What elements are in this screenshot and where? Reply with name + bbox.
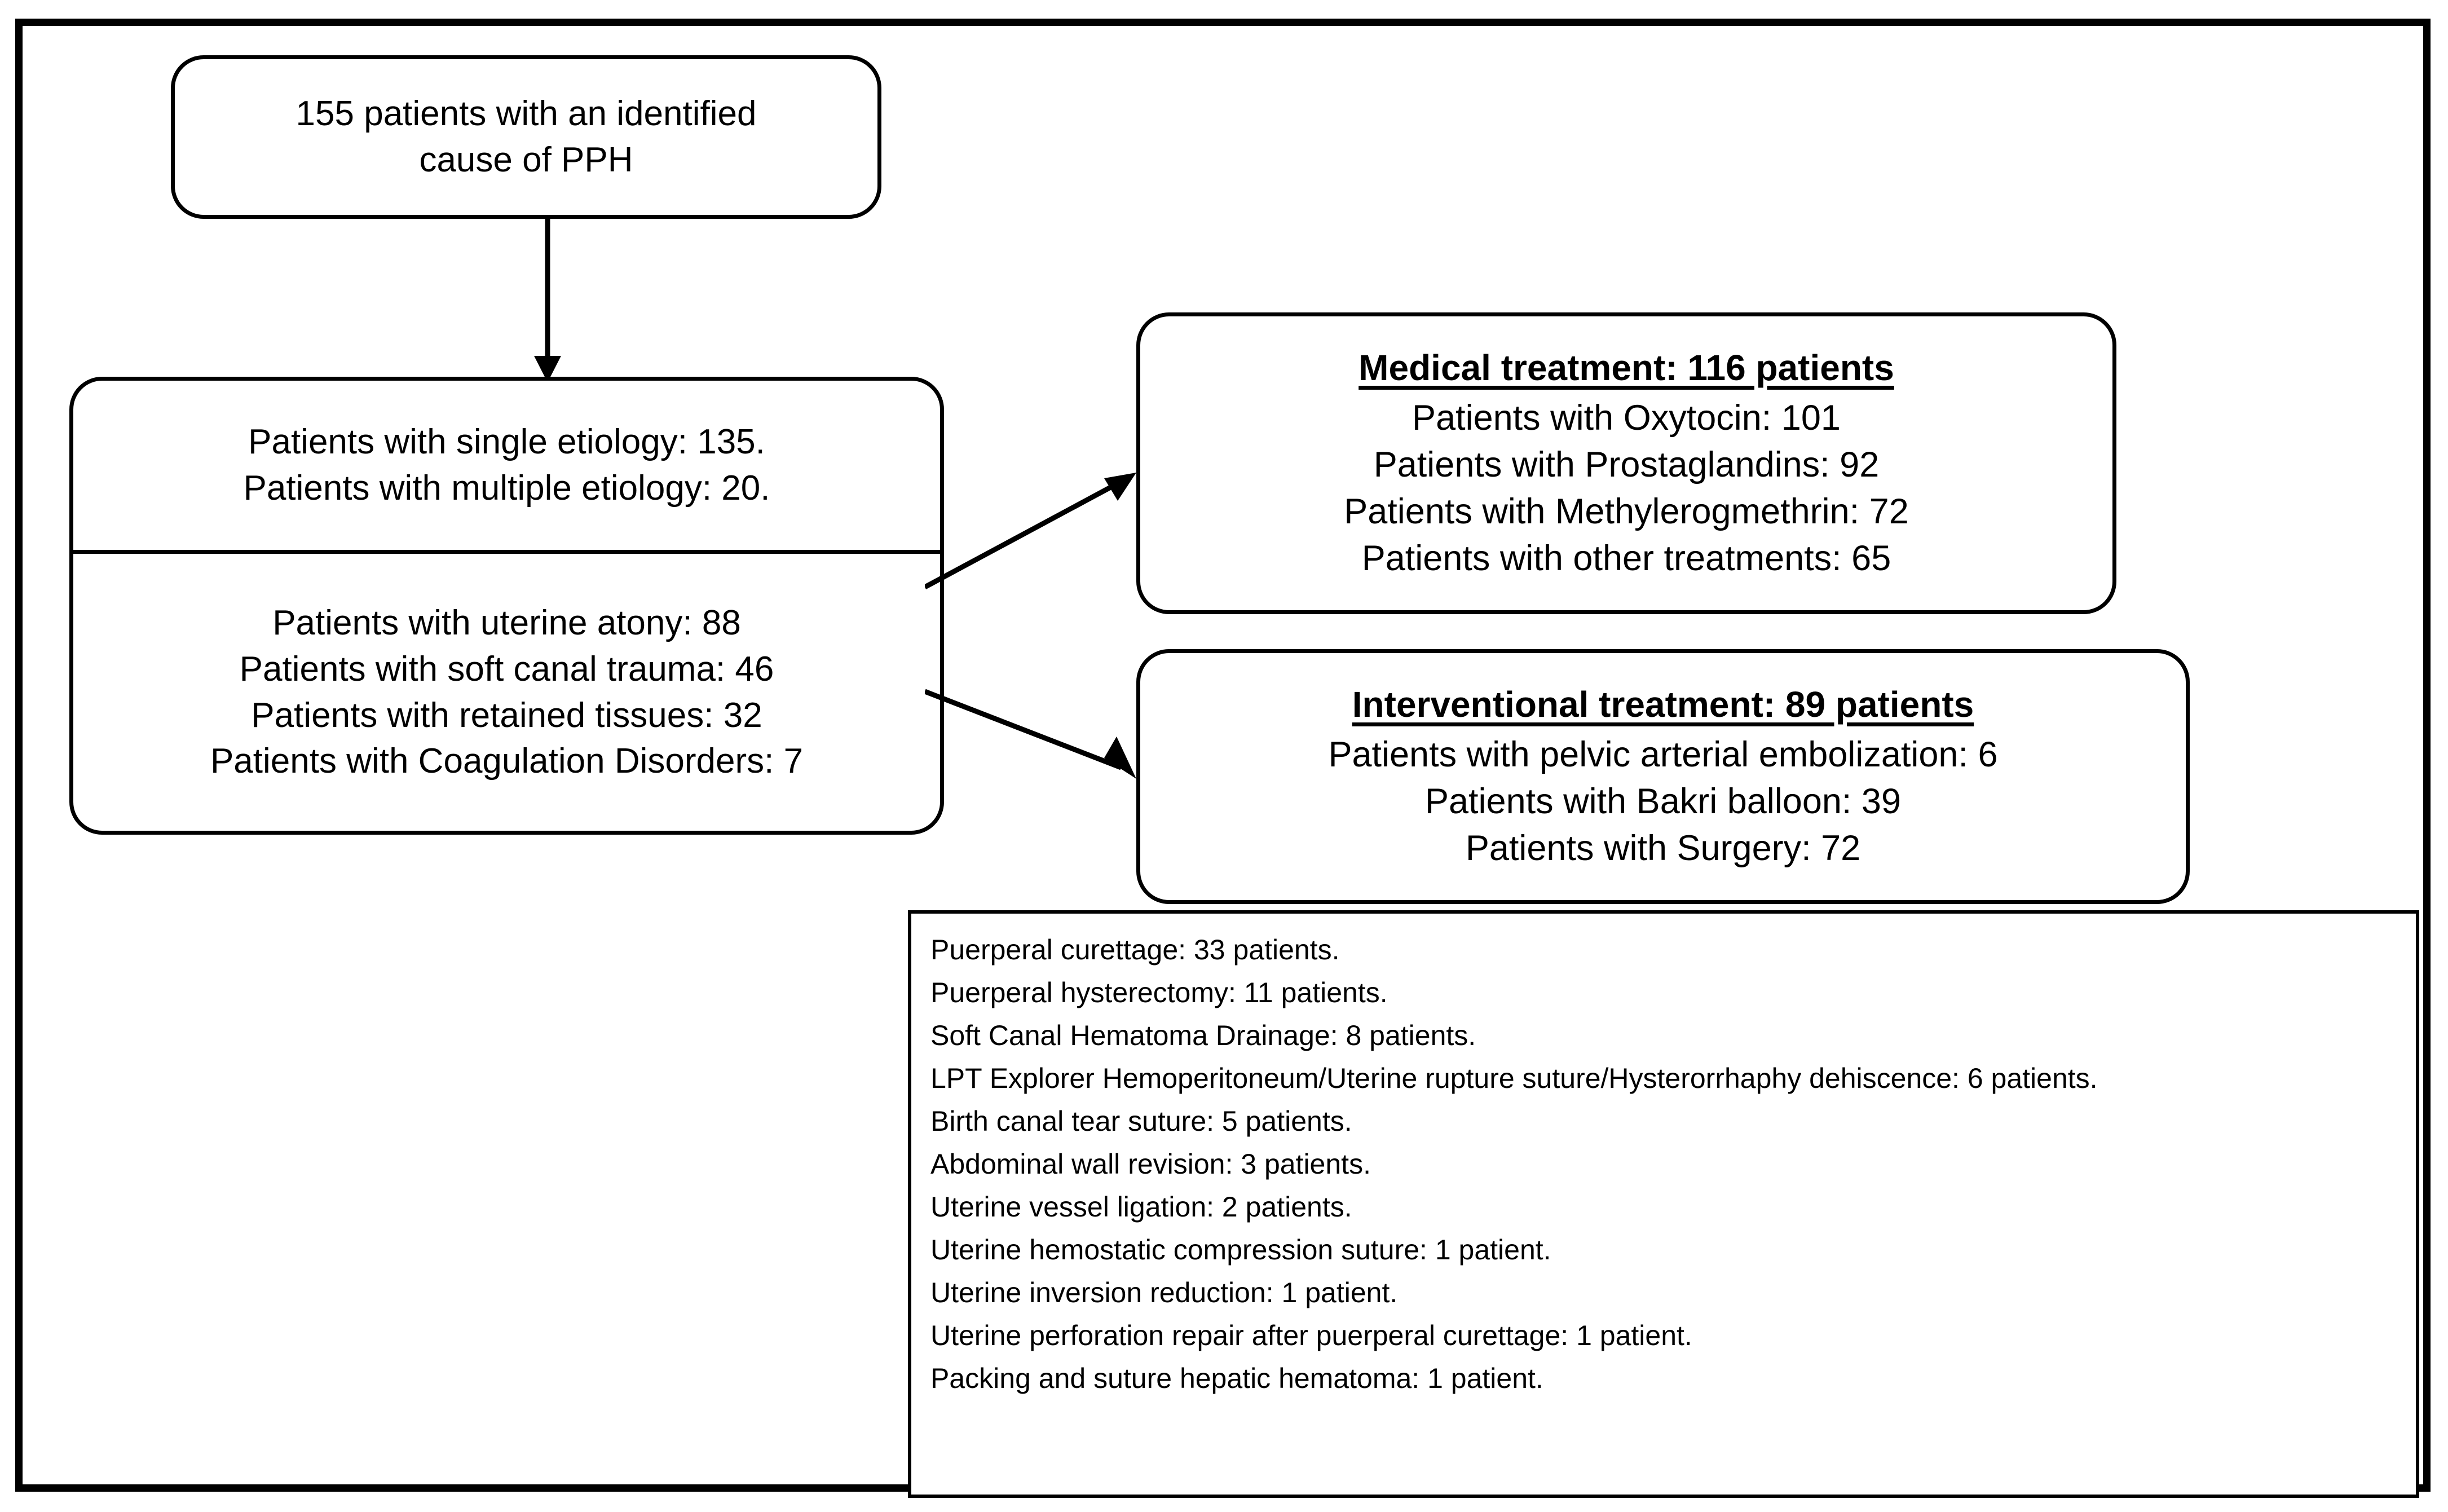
medical-treatment-heading: Medical treatment: 116 patients <box>1358 347 1894 388</box>
etiology-causes-section: Patients with uterine atony: 88 Patients… <box>73 554 940 831</box>
arrow-etiology-to-treatments <box>925 473 1136 779</box>
surgery-detail-item: Uterine hemostatic compression suture: 1… <box>930 1234 1551 1266</box>
diagram-outer-frame: 155 patients with an identified cause of… <box>15 19 2431 1498</box>
etiology-cause-line: Patients with Coagulation Disorders: 7 <box>210 742 804 781</box>
surgery-detail-item: Uterine vessel ligation: 2 patients. <box>930 1191 1352 1223</box>
surgery-detail-panel: Puerperal curettage: 33 patients. Puerpe… <box>908 910 2419 1498</box>
surgery-detail-item: LPT Explorer Hemoperitoneum/Uterine rupt… <box>930 1063 2098 1094</box>
etiology-summary-line: Patients with multiple etiology: 20. <box>243 469 770 508</box>
medical-treatment-line: Patients with Methylerogmethrin: 72 <box>1344 492 1909 532</box>
surgery-detail-item: Soft Canal Hematoma Drainage: 8 patients… <box>930 1020 1476 1051</box>
interventional-treatment-line: Patients with Bakri balloon: 39 <box>1425 782 1901 822</box>
interventional-treatment-heading: Interventional treatment: 89 patients <box>1352 684 1974 725</box>
medical-treatment-line: Patients with Prostaglandins: 92 <box>1373 444 1880 484</box>
etiology-cause-line: Patients with uterine atony: 88 <box>272 603 741 642</box>
surgery-detail-item: Packing and suture hepatic hematoma: 1 p… <box>930 1363 1543 1394</box>
surgery-detail-item: Uterine inversion reduction: 1 patient. <box>930 1277 1398 1308</box>
etiology-divider <box>73 550 940 554</box>
surgery-detail-item: Puerperal curettage: 33 patients. <box>930 934 1340 966</box>
etiology-box: Patients with single etiology: 135. Pati… <box>69 377 944 835</box>
source-cohort-line: 155 patients with an identified <box>295 94 757 134</box>
interventional-treatment-box: Interventional treatment: 89 patients Pa… <box>1136 649 2190 904</box>
interventional-treatment-line: Patients with Surgery: 72 <box>1465 828 1861 869</box>
surgery-detail-item: Uterine perforation repair after puerper… <box>930 1320 1692 1351</box>
arrow-source-to-etiology <box>534 219 561 382</box>
etiology-cause-line: Patients with retained tissues: 32 <box>251 695 762 735</box>
medical-treatment-box: Medical treatment: 116 patients Patients… <box>1136 312 2116 614</box>
surgery-detail-item: Birth canal tear suture: 5 patients. <box>930 1105 1352 1137</box>
surgery-detail-item: Abdominal wall revision: 3 patients. <box>930 1148 1371 1180</box>
interventional-treatment-line: Patients with pelvic arterial embolizati… <box>1328 734 1998 774</box>
source-cohort-line: cause of PPH <box>419 140 633 179</box>
etiology-summary-section: Patients with single etiology: 135. Pati… <box>73 381 940 550</box>
surgery-detail-item: Puerperal hysterectomy: 11 patients. <box>930 977 1388 1008</box>
etiology-cause-line: Patients with soft canal trauma: 46 <box>239 649 774 689</box>
medical-treatment-line: Patients with Oxytocin: 101 <box>1412 398 1841 438</box>
source-cohort-box: 155 patients with an identified cause of… <box>171 55 881 219</box>
etiology-summary-line: Patients with single etiology: 135. <box>248 422 765 462</box>
medical-treatment-line: Patients with other treatments: 65 <box>1361 539 1891 579</box>
